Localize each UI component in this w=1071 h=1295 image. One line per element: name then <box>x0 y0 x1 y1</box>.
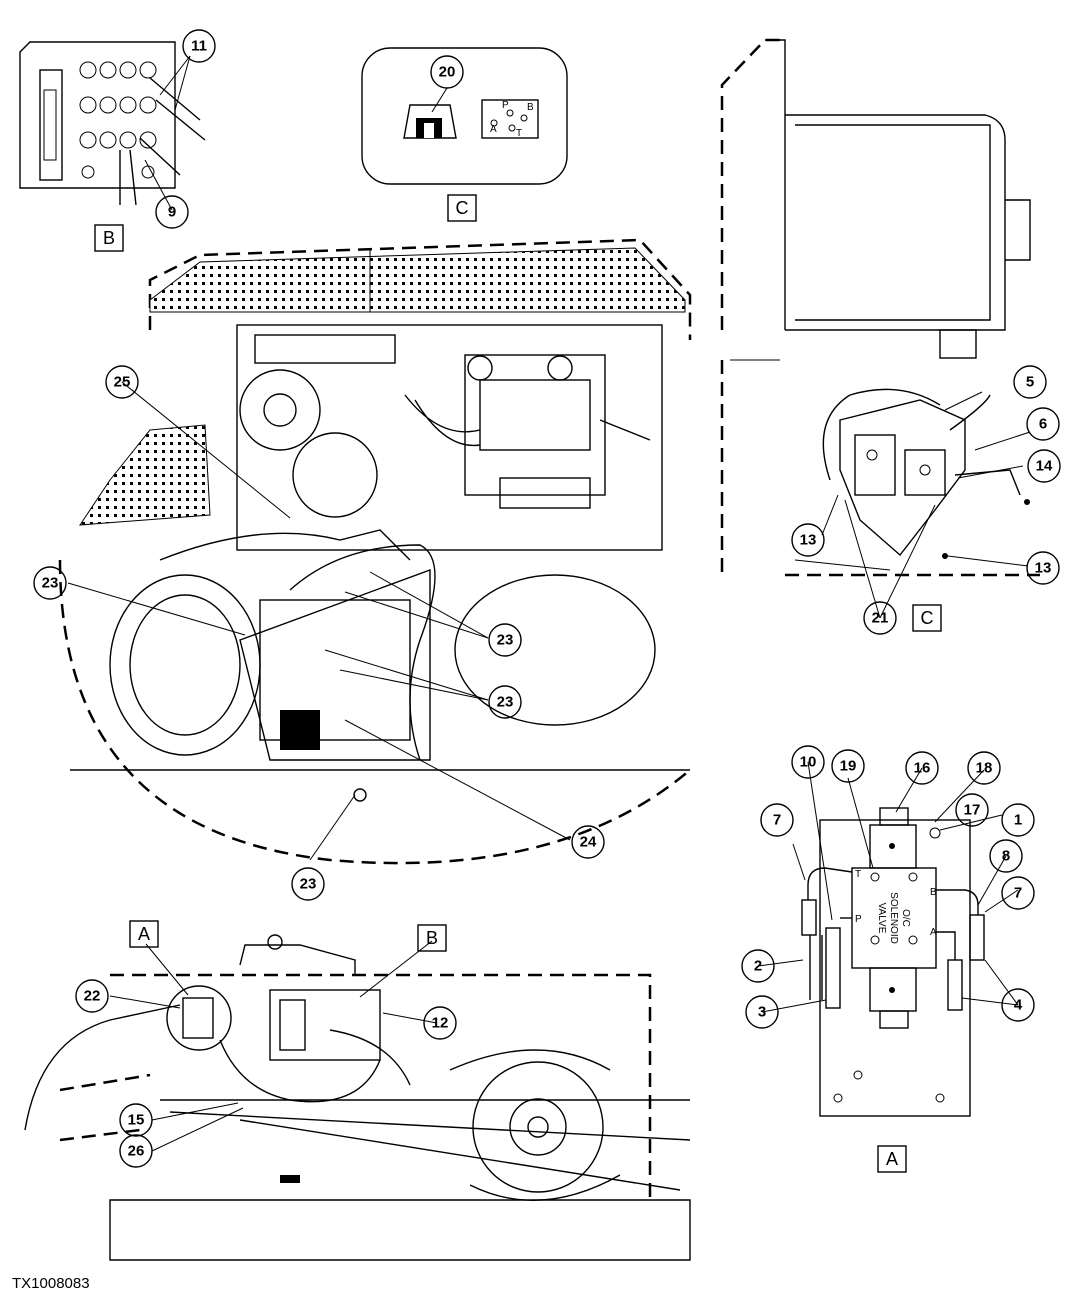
callout-22: 22 <box>75 979 109 1013</box>
callout-18: 18 <box>967 751 1001 785</box>
view-label-c-right: C <box>912 604 942 632</box>
callout-4: 4 <box>1001 988 1035 1022</box>
svg-text:23: 23 <box>497 694 514 711</box>
callout-20: 20 <box>430 55 464 89</box>
callout-7-left: 7 <box>760 803 794 837</box>
callout-6: 6 <box>1026 407 1060 441</box>
svg-text:16: 16 <box>914 760 931 777</box>
view-label-b-callout: B <box>417 924 447 952</box>
callout-23-middle: 23 <box>488 685 522 719</box>
svg-text:18: 18 <box>976 760 993 777</box>
callout-10: 10 <box>791 745 825 779</box>
svg-text:7: 7 <box>773 812 781 829</box>
tank-view <box>720 38 1040 577</box>
view-label-b-top: B <box>94 224 124 252</box>
svg-text:23: 23 <box>300 876 317 893</box>
view-label-a-bottom: A <box>877 1145 907 1173</box>
svg-text:14: 14 <box>1036 458 1053 475</box>
svg-text:15: 15 <box>128 1112 145 1129</box>
callout-23-left: 23 <box>33 566 67 600</box>
svg-text:2: 2 <box>754 958 762 975</box>
svg-text:13: 13 <box>1035 560 1052 577</box>
view-label-a-callout: A <box>129 920 159 948</box>
valve-label-line1: O/C <box>900 909 911 927</box>
callout-25: 25 <box>105 365 139 399</box>
svg-text:23: 23 <box>497 632 514 649</box>
svg-text:24: 24 <box>580 834 597 851</box>
valve-label-line2: SOLENOID <box>888 892 899 944</box>
svg-text:21: 21 <box>872 610 889 627</box>
svg-text:8: 8 <box>1002 848 1010 865</box>
svg-text:20: 20 <box>439 64 456 81</box>
callout-26: 26 <box>119 1134 153 1168</box>
callout-1: 1 <box>1001 803 1035 837</box>
figure-id: TX1008083 <box>12 1275 90 1292</box>
svg-text:6: 6 <box>1039 416 1047 433</box>
callout-14: 14 <box>1027 449 1061 483</box>
svg-text:4: 4 <box>1014 997 1023 1014</box>
callout-17: 17 <box>955 793 989 827</box>
inset-port-b: B <box>527 102 534 113</box>
callout-11: 11 <box>182 29 216 63</box>
inset-port-p: P <box>502 100 509 111</box>
svg-text:A: A <box>138 924 150 944</box>
inset-port-t: T <box>516 128 522 139</box>
svg-text:12: 12 <box>432 1015 449 1032</box>
callout-8: 8 <box>989 839 1023 873</box>
detail-c-valve-block <box>821 388 1031 619</box>
svg-text:A: A <box>886 1149 898 1169</box>
callout-24: 24 <box>571 825 605 859</box>
detail-c-inset: P B A T <box>361 47 568 185</box>
svg-text:26: 26 <box>128 1143 145 1160</box>
svg-text:9: 9 <box>168 204 176 221</box>
callout-13-right: 13 <box>1026 551 1060 585</box>
svg-text:22: 22 <box>84 988 101 1005</box>
svg-text:10: 10 <box>800 754 817 771</box>
view-label-c-top: C <box>447 194 477 222</box>
main-machine-view <box>58 238 692 865</box>
valve-label-line3: VALVE <box>876 903 887 934</box>
svg-text:5: 5 <box>1026 374 1034 391</box>
svg-text:13: 13 <box>800 532 817 549</box>
inset-port-a: A <box>490 124 497 135</box>
svg-text:19: 19 <box>840 758 857 775</box>
svg-text:17: 17 <box>964 802 981 819</box>
detail-a-solenoid-valve: O/C SOLENOID VALVE T P B A <box>757 761 1019 1117</box>
port-b: B <box>930 887 937 898</box>
svg-text:B: B <box>426 928 438 948</box>
port-a: A <box>930 927 937 938</box>
callout-2: 2 <box>741 949 775 983</box>
svg-text:11: 11 <box>191 38 207 55</box>
callout-12: 12 <box>423 1006 457 1040</box>
svg-text:3: 3 <box>758 1004 766 1021</box>
callout-19: 19 <box>831 749 865 783</box>
callout-16: 16 <box>905 751 939 785</box>
svg-text:23: 23 <box>42 575 59 592</box>
detail-b-manifold <box>19 41 206 211</box>
svg-text:7: 7 <box>1014 885 1022 902</box>
bottom-side-view <box>24 934 691 1261</box>
callout-7-right: 7 <box>1001 876 1035 910</box>
callout-21: 21 <box>863 601 897 635</box>
svg-text:25: 25 <box>114 374 131 391</box>
callout-23-bottom: 23 <box>291 867 325 901</box>
svg-text:B: B <box>103 228 115 248</box>
svg-text:C: C <box>456 198 469 218</box>
svg-text:C: C <box>921 608 934 628</box>
port-t: T <box>855 869 861 880</box>
port-p: P <box>855 914 862 925</box>
callout-9: 9 <box>155 195 189 229</box>
callout-13-left: 13 <box>791 523 825 557</box>
callout-3: 3 <box>745 995 779 1029</box>
callout-5: 5 <box>1013 365 1047 399</box>
callout-15: 15 <box>119 1103 153 1137</box>
svg-text:1: 1 <box>1014 812 1022 829</box>
callout-23-upper: 23 <box>488 623 522 657</box>
